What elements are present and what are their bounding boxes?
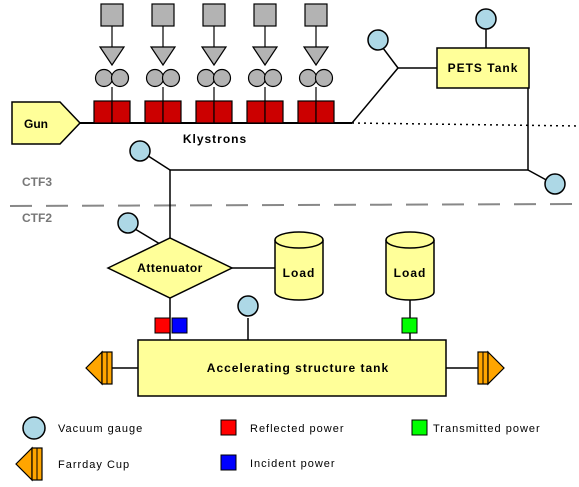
coil-circle: [196, 68, 216, 88]
klystron-block: [111, 100, 131, 124]
coil-circle: [298, 68, 318, 88]
accelerating-structure-tank: [137, 339, 447, 397]
attenuator: [106, 237, 234, 299]
coil-circle: [212, 68, 232, 88]
legend-incident-power-icon: [220, 454, 237, 471]
klystron-block: [195, 100, 215, 124]
coil-circle: [161, 68, 181, 88]
klystron-block: [297, 100, 317, 124]
ctf3-dotted-line: [351, 122, 579, 127]
pulse-transformer-triangle: [251, 46, 279, 67]
ctf2-label: CTF2: [22, 211, 52, 225]
klystron-block: [246, 100, 266, 124]
attenuator-label: Attenuator: [137, 261, 203, 275]
ctf-boundary-dashed-line: [9, 203, 579, 207]
legend-faraday-cup-label: Farrday Cup: [58, 459, 130, 471]
coil-circle: [247, 68, 267, 88]
branch-to-pets-line: [351, 67, 399, 124]
coil-circle: [145, 68, 165, 88]
legend-incident-power-label: Incident power: [250, 458, 336, 470]
legend-reflected-power-label: Reflected power: [250, 423, 345, 435]
vacuum-gauge-icon: [544, 173, 566, 195]
faraday-cup-right-icon: [477, 350, 505, 386]
transmitted-power-square: [401, 317, 418, 334]
accelerating-structure-tank-label: Accelerating structure tank: [207, 361, 389, 375]
klystron-block: [315, 100, 335, 124]
pets-tank: [436, 47, 530, 89]
legend-transmitted-power-icon: [411, 419, 428, 436]
load-left-label: Load: [283, 266, 316, 280]
incident-power-square: [171, 317, 188, 334]
pulse-transformer-triangle: [149, 46, 177, 67]
legend-reflected-power-icon: [220, 419, 237, 436]
klystron-block: [264, 100, 284, 124]
modulator-box: [151, 3, 175, 27]
klystrons-label: Klystrons: [183, 132, 247, 146]
gun-block: [11, 101, 82, 145]
load-right: Load: [385, 231, 435, 301]
vacuum-gauge-icon: [129, 140, 151, 162]
modulator-box: [253, 3, 277, 27]
legend-transmitted-power-label: Transmitted power: [433, 423, 541, 435]
vacuum-gauge-icon: [237, 295, 259, 317]
vacuum-gauge-icon: [117, 212, 139, 234]
reflected-power-square: [154, 317, 171, 334]
legend-faraday-cup-icon: [15, 446, 43, 482]
coil-circle: [110, 68, 130, 88]
vacuum-gauge-icon: [475, 8, 497, 30]
legend: Vacuum gauge Farrday Cup Reflected power…: [15, 416, 541, 482]
pulse-transformer-triangle: [302, 46, 330, 67]
vacuum-gauge-icon: [367, 29, 389, 51]
klystron-block: [144, 100, 164, 124]
ctf3-label: CTF3: [22, 175, 52, 189]
klystron-block: [93, 100, 113, 124]
legend-vacuum-gauge-icon: [22, 416, 46, 440]
faraday-cup-left-icon: [85, 350, 113, 386]
coil-circle: [263, 68, 283, 88]
pets-tank-label: PETS Tank: [448, 61, 519, 75]
klystron-group: [93, 3, 335, 124]
coil-circle: [314, 68, 334, 88]
load-right-label: Load: [394, 266, 427, 280]
pulse-transformer-triangle: [98, 46, 126, 67]
legend-vacuum-gauge-label: Vacuum gauge: [58, 423, 143, 435]
load-left: Load: [274, 231, 324, 301]
modulator-box: [304, 3, 328, 27]
klystron-block: [162, 100, 182, 124]
gun-label: Gun: [24, 117, 48, 131]
pulse-transformer-triangle: [200, 46, 228, 67]
modulator-box: [202, 3, 226, 27]
coil-circle: [94, 68, 114, 88]
klystron-block: [213, 100, 233, 124]
modulator-box: [100, 3, 124, 27]
